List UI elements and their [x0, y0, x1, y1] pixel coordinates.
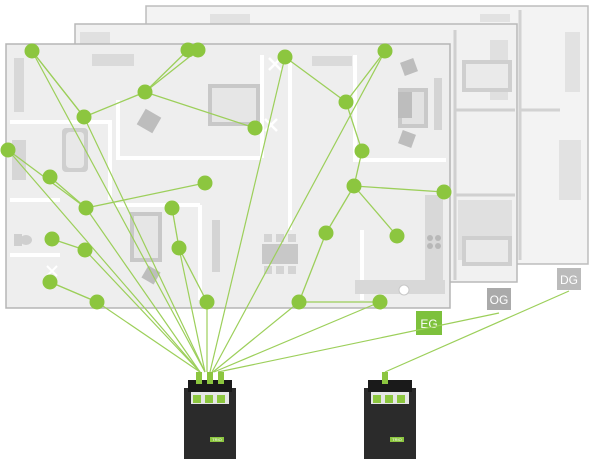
network-node: [372, 294, 388, 310]
floor-eg-plan: [5, 43, 451, 309]
tv-unit: [434, 78, 442, 130]
floor-og-tag: [487, 288, 511, 310]
bathtub-icon: [62, 128, 88, 172]
dining-table-icon: [262, 234, 298, 274]
floor-eg-label: EG: [420, 317, 437, 331]
toilet-icon: [14, 234, 32, 246]
network-nodes: [0, 42, 452, 310]
network-node: [389, 228, 405, 244]
network-node: [89, 294, 105, 310]
network-node: [277, 49, 293, 65]
network-node: [354, 143, 370, 159]
network-node: [171, 240, 187, 256]
device-tag-label: TRIO: [392, 437, 402, 442]
network-node: [0, 142, 16, 158]
shelf: [312, 56, 352, 66]
bed-icon: [208, 84, 260, 126]
network-node: [247, 120, 263, 136]
floor-dg-walls: [518, 10, 560, 260]
floor-dg-tag: [557, 268, 581, 290]
network-node: [436, 184, 452, 200]
chair-icon: [398, 130, 416, 148]
chair-icon: [400, 58, 418, 76]
network-node: [42, 169, 58, 185]
stove-icon: [427, 235, 441, 249]
network-node: [77, 242, 93, 258]
network-node: [24, 43, 40, 59]
device-tag: [390, 437, 404, 442]
device-tag-label: TRIO: [212, 437, 222, 442]
bed-icon: [462, 236, 512, 266]
floor-eg-tag: [416, 311, 442, 335]
ceiling-fan-icon: [46, 265, 58, 277]
device-tag: [210, 437, 224, 442]
network-node: [318, 225, 334, 241]
network-node: [137, 84, 153, 100]
network-node: [78, 200, 94, 216]
armchair-icon: [398, 92, 412, 118]
network-node: [377, 43, 393, 59]
patch-device-right: TRIO: [364, 372, 416, 459]
sink-icon: [398, 284, 410, 296]
bed-icon: [130, 212, 162, 262]
floor-og-label: OG: [490, 293, 509, 307]
patch-device-left: TRIO: [184, 372, 236, 459]
network-node: [197, 175, 213, 191]
network-node: [291, 294, 307, 310]
chair-icon: [136, 108, 162, 134]
floor-eg-walls: [10, 55, 446, 300]
floor-og-walls: [453, 30, 515, 280]
shelf: [92, 54, 134, 66]
floor-dg-furniture: [210, 14, 581, 200]
wardrobe: [14, 58, 24, 112]
ceiling-fan-icon: [264, 118, 278, 132]
network-node: [42, 274, 58, 290]
floor-dg-label: DG: [560, 273, 578, 287]
network-node: [346, 178, 362, 194]
network-node: [199, 294, 215, 310]
tv-unit: [212, 220, 220, 272]
network-node: [190, 42, 206, 58]
device-uplinks: [7, 50, 570, 373]
network-node: [164, 200, 180, 216]
network-node: [338, 94, 354, 110]
network-node: [44, 231, 60, 247]
network-node: [76, 109, 92, 125]
bed-icon: [462, 60, 512, 92]
